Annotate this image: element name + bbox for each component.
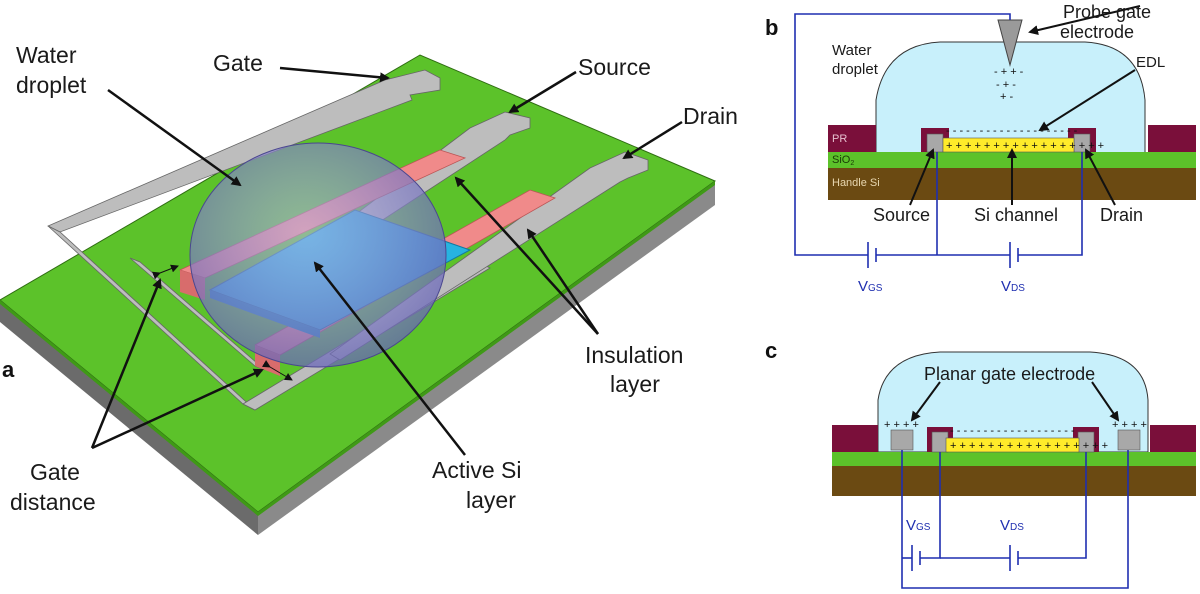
svg-text:+ + + +: + + + + xyxy=(1112,419,1147,431)
svg-text:+ -: + - xyxy=(1000,91,1013,103)
b-label-drain: Drain xyxy=(1100,205,1143,225)
b-label-edl: EDL xyxy=(1136,54,1165,71)
c-si-channel xyxy=(945,437,1080,453)
label-insulation-1: Insulation xyxy=(585,342,683,368)
panel-label-b: b xyxy=(765,15,778,40)
c-gate-pad-left xyxy=(890,429,914,451)
b-source-pad xyxy=(926,133,944,153)
svg-text:- - - - - - - - - - - - - - -: - - - - - - - - - - - - - - - - - - - - xyxy=(946,125,1078,137)
label-gate: Gate xyxy=(213,50,263,76)
label-gate-distance-1: Gate xyxy=(30,459,80,485)
c-label-planar-gate: Planar gate electrode xyxy=(924,364,1095,384)
c-pr-left xyxy=(832,425,878,452)
label-gate-distance-2: distance xyxy=(10,489,96,515)
b-circuit xyxy=(794,13,1083,268)
b-label-handle-si: Handle Si xyxy=(832,177,880,189)
panel-label-c: c xyxy=(765,338,777,363)
label-drain: Drain xyxy=(683,103,738,129)
b-label-probe-2: electrode xyxy=(1060,22,1134,42)
b-label-water-1: Water xyxy=(832,42,871,59)
c-label-vgs: VGS xyxy=(906,517,931,534)
label-water-droplet-2: droplet xyxy=(16,72,87,98)
c-gate-pad-right xyxy=(1117,429,1141,451)
svg-text:- + -: - + - xyxy=(996,79,1016,91)
b-label-pr: PR xyxy=(832,133,847,145)
label-water-droplet-1: Water xyxy=(16,42,77,68)
label-active-si-2: layer xyxy=(466,487,516,513)
c-circuit xyxy=(901,450,1129,589)
c-pr-right xyxy=(1150,425,1196,452)
b-water-droplet xyxy=(875,41,1146,156)
b-label-si-channel: Si channel xyxy=(974,205,1058,225)
slab-right-face xyxy=(258,181,715,535)
c-source-pad xyxy=(931,431,949,453)
slab-left-face xyxy=(0,300,258,535)
label-insulation-2: layer xyxy=(610,371,660,397)
panel-c-illustration: + + + + + + + + + + + + + + + + + + + + … xyxy=(832,351,1196,589)
svg-text:+ + + + + + + + + + + + + + +: + + + + + + + + + + + + + + + + + xyxy=(950,440,1108,452)
b-label-sio2: SiO2 xyxy=(832,154,854,167)
b-pr-left xyxy=(828,125,876,152)
panel-label-a: a xyxy=(2,357,15,382)
panel-b-illustration: + + + + + + + + + + + + + + + + + - - - … xyxy=(794,5,1196,268)
svg-text:+ + + +: + + + + xyxy=(884,419,919,431)
label-active-si-1: Active Si xyxy=(432,457,521,483)
b-pr-right xyxy=(1148,125,1196,152)
b-label-vgs: VGS xyxy=(858,278,883,295)
c-handle-si xyxy=(832,466,1196,496)
svg-text:- - - - - - - - - - - - - - -: - - - - - - - - - - - - - - - - - - - xyxy=(950,425,1075,437)
panel-a-illustration xyxy=(0,54,717,535)
c-label-vds: VDS xyxy=(1000,517,1024,534)
b-label-source: Source xyxy=(873,205,930,225)
c-sio2 xyxy=(832,452,1196,466)
b-label-probe-1: Probe gate xyxy=(1063,2,1151,22)
label-source: Source xyxy=(578,54,651,80)
b-label-water-2: droplet xyxy=(832,61,879,78)
svg-text:- + + -: - + + - xyxy=(994,66,1024,78)
water-droplet-dome xyxy=(189,142,447,368)
svg-text:+ + + + + + + + + + + + + + +: + + + + + + + + + + + + + + + + + xyxy=(946,140,1104,152)
b-label-vds: VDS xyxy=(1001,278,1025,295)
